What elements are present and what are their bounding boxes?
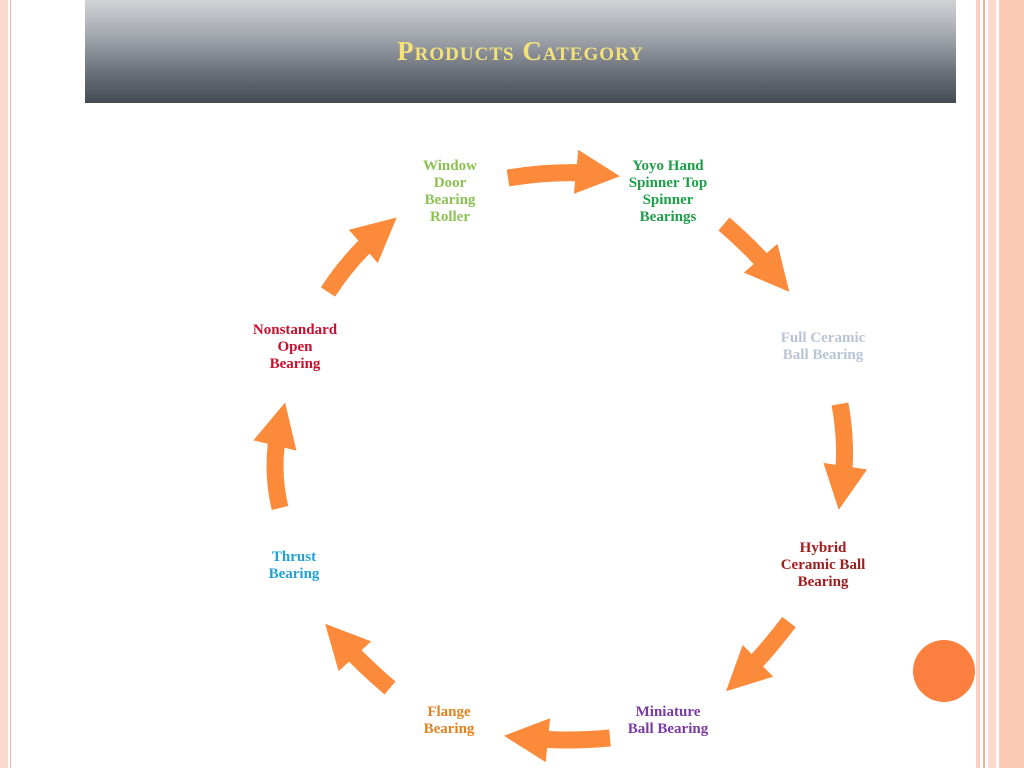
title-bar: Products Category	[85, 0, 956, 103]
node-nonstandard-open-bearing: Nonstandard Open Bearing	[252, 322, 338, 372]
decorative-circle	[913, 640, 975, 702]
arrow-hybrid-to-miniature	[726, 616, 796, 692]
left-border-decoration	[0, 0, 11, 768]
arrow-nonstandard-to-window	[320, 217, 397, 297]
arrow-miniature-to-flange	[504, 718, 611, 763]
arrow-window-to-yoyo	[506, 149, 620, 194]
page-title: Products Category	[397, 36, 644, 66]
arrow-flange-to-thrust	[325, 623, 396, 695]
node-window-door-bearing-roller: Window Door Bearing Roller	[423, 158, 477, 225]
arrow-thrust-to-nonstandard	[253, 402, 297, 510]
arrow-fullceramic-to-hybrid	[823, 402, 868, 510]
arrow-yoyo-to-fullceramic	[718, 217, 790, 292]
node-yoyo-hand-spinner: Yoyo Hand Spinner Top Spinner Bearings	[628, 158, 708, 225]
node-miniature-ball-bearing: Miniature Ball Bearing	[627, 704, 709, 737]
node-thrust-bearing: Thrust Bearing	[268, 549, 320, 582]
right-stripe-decoration	[976, 0, 1024, 768]
node-flange-bearing: Flange Bearing	[423, 704, 475, 737]
node-full-ceramic-ball-bearing: Full Ceramic Ball Bearing	[780, 330, 866, 363]
node-hybrid-ceramic-ball-bearing: Hybrid Ceramic Ball Bearing	[780, 540, 866, 590]
